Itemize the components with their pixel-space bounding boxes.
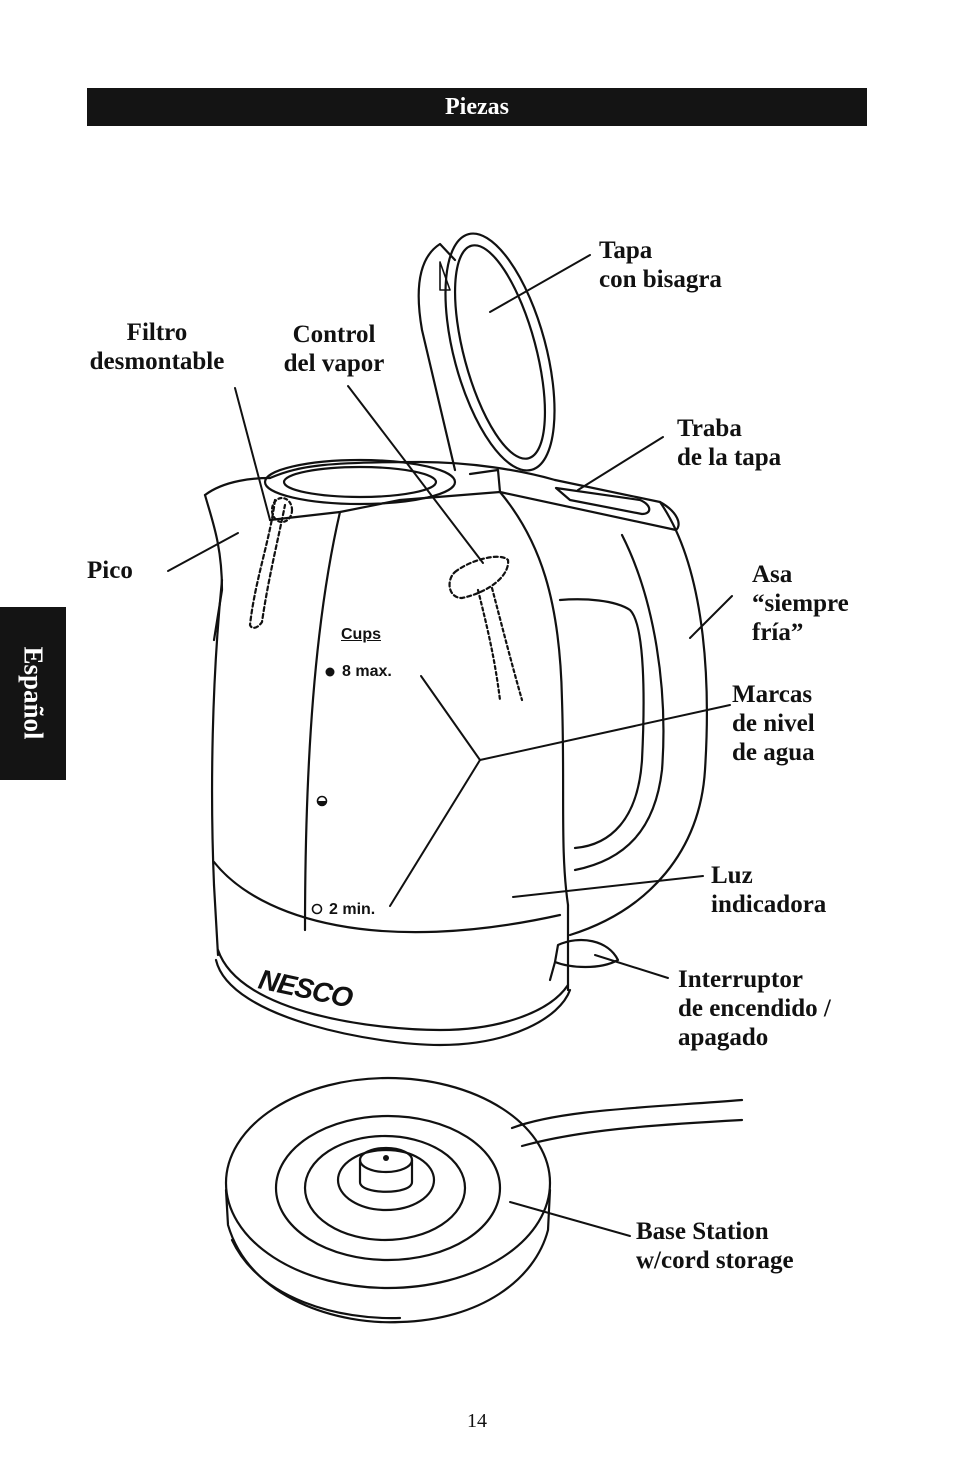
leader-filtro bbox=[234, 387, 271, 521]
min-marking: 2 min. bbox=[329, 901, 376, 918]
label-water-marks: Marcas de nivel de agua bbox=[732, 681, 815, 766]
leader-marcas-bottom bbox=[389, 759, 481, 907]
label-removable-filter: Filtro desmontable bbox=[89, 319, 225, 375]
section-title: Piezas bbox=[445, 94, 509, 120]
section-header: Piezas bbox=[87, 88, 867, 126]
max-marking: 8 max. bbox=[342, 663, 392, 680]
label-indicator-light: Luz indicadora bbox=[711, 862, 827, 918]
page-number: 14 bbox=[467, 1410, 487, 1432]
max-level-dot bbox=[325, 667, 335, 677]
label-power-switch: Interruptor de encendido / apagado bbox=[678, 966, 831, 1051]
leader-interruptor bbox=[594, 954, 669, 979]
leader-base bbox=[509, 1201, 631, 1237]
base-station bbox=[224, 1076, 744, 1324]
leader-luz bbox=[512, 875, 704, 898]
hinged-lid bbox=[417, 232, 556, 494]
leader-tapa bbox=[489, 254, 591, 313]
label-lid-lock: Traba de la tapa bbox=[677, 415, 782, 471]
leader-pico bbox=[167, 532, 239, 572]
cups-marking: Cups bbox=[341, 626, 381, 643]
kettle-body bbox=[203, 458, 708, 1047]
leader-marcas-top bbox=[420, 675, 481, 761]
label-handle: Asa “siempre fría” bbox=[752, 561, 849, 646]
label-hinged-lid: Tapa con bisagra bbox=[599, 237, 722, 293]
leader-traba bbox=[577, 436, 664, 491]
leader-marcas bbox=[479, 704, 731, 761]
leader-lines bbox=[167, 254, 733, 1237]
leader-control bbox=[347, 385, 484, 564]
language-tab: Español bbox=[0, 607, 66, 780]
label-base-station: Base Station w/cord storage bbox=[636, 1218, 794, 1274]
label-steam-control: Control del vapor bbox=[283, 321, 385, 377]
label-spout: Pico bbox=[87, 557, 133, 584]
leader-asa bbox=[689, 595, 733, 639]
min-level-dot bbox=[311, 903, 323, 915]
